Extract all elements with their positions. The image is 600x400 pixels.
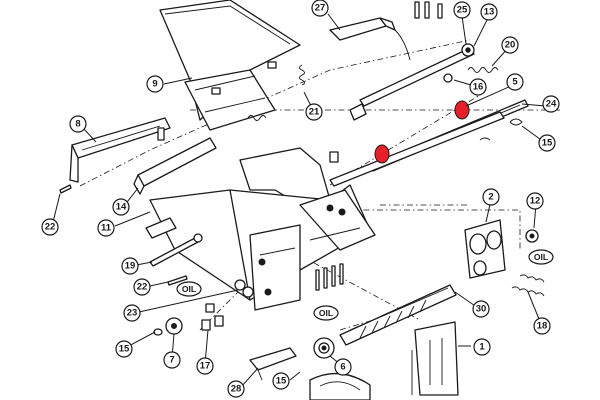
main-frame-11 xyxy=(145,147,376,311)
svg-text:5: 5 xyxy=(512,77,518,88)
callout-12: 12 xyxy=(526,192,544,210)
svg-text:24: 24 xyxy=(546,99,557,110)
svg-text:23: 23 xyxy=(127,308,138,319)
bracket-28 xyxy=(249,347,297,381)
callout-21: 21 xyxy=(305,103,323,121)
callout-15-left: 15 xyxy=(115,340,133,358)
shaft-5 xyxy=(329,111,505,187)
callout-18: 18 xyxy=(533,317,551,335)
callout-15-bottom: 15 xyxy=(272,372,290,390)
svg-text:19: 19 xyxy=(125,261,136,272)
oil-labels: OIL OIL OIL xyxy=(176,249,554,321)
callout-1: 1 xyxy=(473,338,491,356)
svg-text:22: 22 xyxy=(137,282,148,293)
stud-23 xyxy=(234,279,254,298)
oil-label-right: OIL xyxy=(528,249,554,265)
svg-text:28: 28 xyxy=(231,384,242,395)
washer-15-left xyxy=(153,328,163,336)
callout-20: 20 xyxy=(501,36,519,54)
callout-25: 25 xyxy=(453,1,471,19)
svg-text:14: 14 xyxy=(116,202,127,213)
pin-22-left xyxy=(59,184,72,194)
bracket-1 xyxy=(411,321,459,396)
bushing-upper xyxy=(349,103,367,121)
callout-9: 9 xyxy=(146,75,164,93)
red-gear-upper xyxy=(454,100,470,120)
top-cover-plate xyxy=(159,0,301,131)
svg-text:18: 18 xyxy=(537,321,548,332)
svg-text:11: 11 xyxy=(101,223,112,234)
svg-text:12: 12 xyxy=(530,196,541,207)
svg-text:17: 17 xyxy=(200,361,211,372)
svg-text:OIL: OIL xyxy=(182,284,196,294)
svg-text:7: 7 xyxy=(169,355,174,366)
svg-text:15: 15 xyxy=(119,344,130,355)
shaft-25 xyxy=(359,43,475,107)
callouts: 27 25 13 20 9 21 16 5 24 8 15 14 22 11 2… xyxy=(41,0,560,398)
screws-17 xyxy=(201,303,224,331)
spring-21 xyxy=(299,64,305,86)
clip-15-upper xyxy=(479,118,523,141)
callout-8: 8 xyxy=(69,115,87,133)
cover-strip-14 xyxy=(133,137,217,195)
callout-30: 30 xyxy=(472,300,490,318)
callout-17: 17 xyxy=(196,357,214,375)
callout-14: 14 xyxy=(112,198,130,216)
callout-2: 2 xyxy=(482,188,500,206)
svg-text:OIL: OIL xyxy=(319,308,333,318)
red-gear-lower xyxy=(374,144,390,164)
screw-19 xyxy=(149,233,203,267)
callout-15-upper: 15 xyxy=(538,134,556,152)
pins-top xyxy=(414,1,443,19)
washer-16 xyxy=(443,73,453,83)
callout-23: 23 xyxy=(123,304,141,322)
callout-28: 28 xyxy=(227,380,245,398)
oil-label-left: OIL xyxy=(176,281,202,297)
svg-text:OIL: OIL xyxy=(534,252,548,262)
pin-22-lower xyxy=(167,275,188,286)
oil-label-bottom: OIL xyxy=(313,305,339,321)
svg-text:25: 25 xyxy=(457,5,468,16)
spring-20 xyxy=(467,67,499,73)
bracket-27 xyxy=(329,17,411,61)
svg-text:9: 9 xyxy=(152,79,157,90)
motor-housing xyxy=(309,372,371,400)
callout-22-left: 22 xyxy=(41,218,59,236)
gear-6 xyxy=(313,337,335,359)
callout-19: 19 xyxy=(121,257,139,275)
svg-text:20: 20 xyxy=(505,40,516,51)
svg-text:1: 1 xyxy=(479,342,485,353)
svg-text:22: 22 xyxy=(45,222,56,233)
washer-12 xyxy=(525,229,539,243)
callout-6: 6 xyxy=(334,358,352,376)
callout-7: 7 xyxy=(163,351,181,369)
svg-text:21: 21 xyxy=(309,107,320,118)
callout-5: 5 xyxy=(506,73,524,91)
screw-top-frame xyxy=(329,151,339,163)
svg-text:6: 6 xyxy=(340,362,345,373)
svg-text:13: 13 xyxy=(484,7,495,18)
spring-left xyxy=(247,115,267,121)
svg-text:8: 8 xyxy=(75,119,80,130)
side-rail-8 xyxy=(69,117,171,183)
svg-text:16: 16 xyxy=(473,82,484,93)
svg-text:2: 2 xyxy=(488,192,493,203)
svg-text:15: 15 xyxy=(542,138,553,149)
callout-24: 24 xyxy=(542,95,560,113)
callout-11: 11 xyxy=(97,219,115,237)
callout-27: 27 xyxy=(311,0,329,17)
worm-screw-30 xyxy=(339,284,457,346)
bearing-block-2 xyxy=(464,219,506,279)
svg-text:27: 27 xyxy=(315,3,326,14)
svg-text:15: 15 xyxy=(276,376,287,387)
callout-22-lower: 22 xyxy=(133,278,151,296)
gear-7 xyxy=(165,317,183,335)
callout-16: 16 xyxy=(469,78,487,96)
callout-13: 13 xyxy=(480,3,498,21)
svg-text:30: 30 xyxy=(476,304,487,315)
